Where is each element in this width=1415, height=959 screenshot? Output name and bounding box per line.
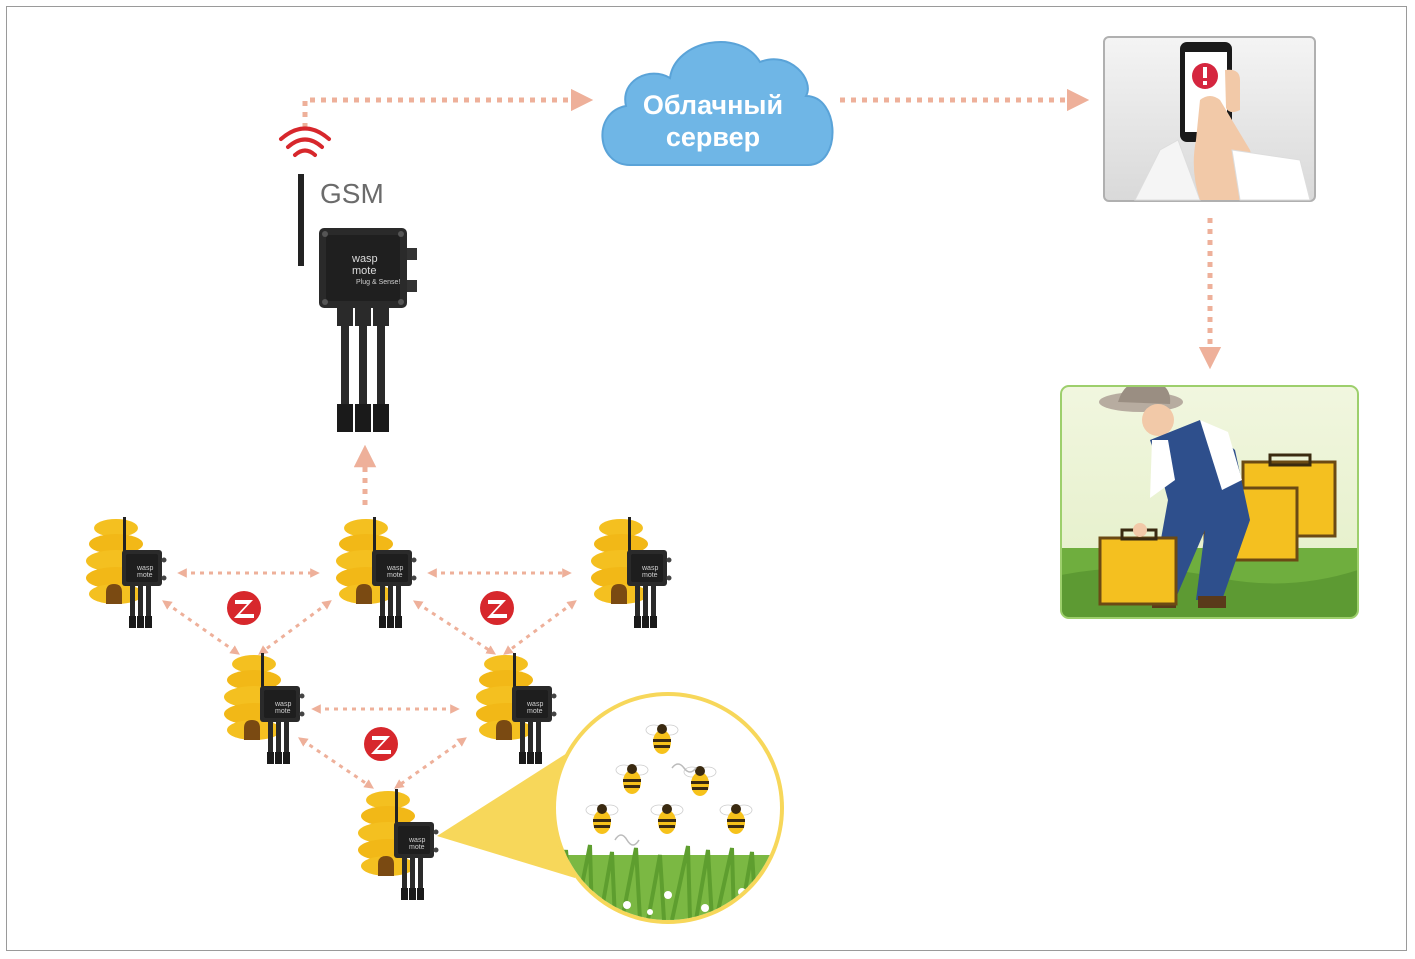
honeycomb-box-icon	[1098, 536, 1178, 606]
hive-node-2	[336, 517, 417, 628]
smartphone-alert-panel	[1103, 36, 1316, 202]
hive-node-1	[86, 517, 167, 628]
gsm-label: GSM	[320, 178, 384, 209]
arrow-gateway-to-cloud	[302, 88, 594, 128]
data-flow-arrows	[302, 88, 1222, 505]
zigbee-icon	[480, 591, 514, 625]
zigbee-icon	[227, 591, 261, 625]
gateway-logo-bottom: mote	[352, 265, 376, 277]
cloud-label-line2: сервер	[666, 122, 760, 152]
gateway-device-icon: wasp mote Plug & Sense!	[298, 174, 417, 432]
zigbee-icon	[364, 727, 398, 761]
diagram-frame	[6, 6, 1407, 951]
hive-node-5	[476, 653, 557, 764]
hive-node-4	[224, 653, 305, 764]
hive-node-6	[358, 789, 439, 900]
cloud-server-icon: Облачный сервер	[601, 41, 834, 166]
beekeeper-scene	[1060, 385, 1359, 619]
hive-node-3	[591, 517, 672, 628]
wifi-signal-icon	[279, 126, 331, 157]
gateway-tagline: Plug & Sense!	[356, 279, 400, 286]
mesh-links	[162, 568, 577, 789]
cloud-label-line1: Облачный	[643, 90, 783, 120]
gateway-logo-top: wasp	[351, 253, 378, 265]
